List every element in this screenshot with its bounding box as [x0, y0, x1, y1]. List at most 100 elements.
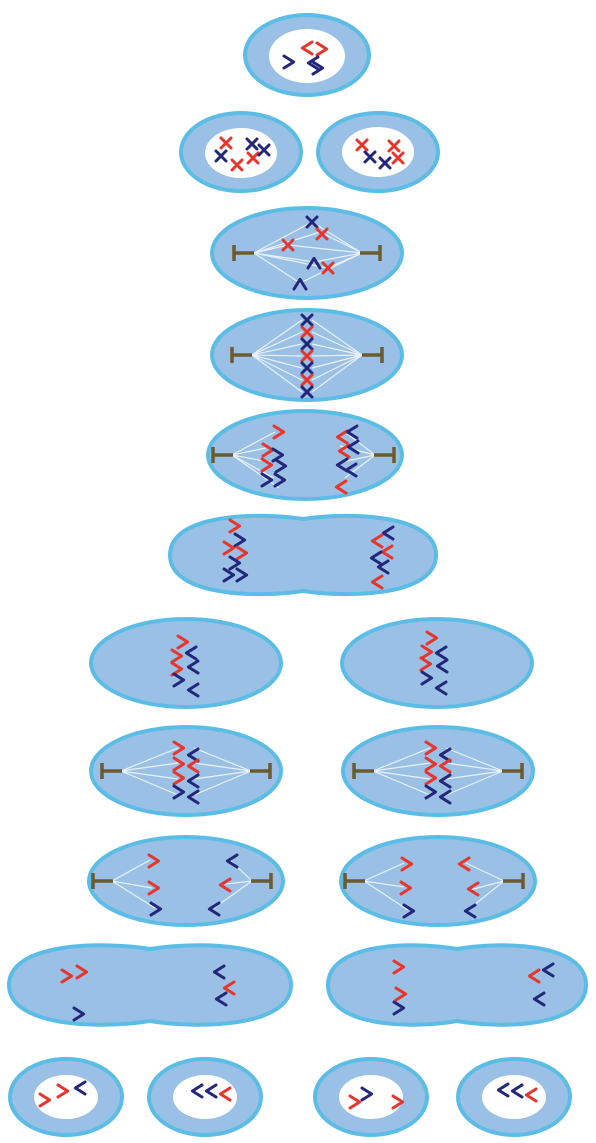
spindle-fiber: [372, 747, 431, 772]
chromosome: [218, 877, 232, 893]
chromosome: [527, 968, 541, 984]
spindle-fiber: [251, 354, 303, 393]
chromosome: [274, 458, 288, 474]
chromosome: [222, 567, 236, 583]
nucleus: [339, 1075, 403, 1119]
chromosome: [306, 55, 320, 71]
interphase-cell: [243, 13, 371, 97]
chromosome: [420, 670, 434, 686]
chromosome: [394, 986, 408, 1002]
chromosome: [225, 853, 239, 869]
chromosome: [306, 256, 322, 270]
dividing-cell-membrane: [167, 513, 439, 597]
spindle-fiber: [253, 252, 328, 269]
chromosome: [186, 758, 200, 774]
chromosome: [235, 545, 249, 561]
chromosome: [56, 1083, 70, 1099]
spindle-fiber: [311, 354, 363, 393]
chromosome: [176, 634, 190, 650]
nucleus: [269, 29, 345, 83]
centrosome-left: [352, 763, 374, 779]
centrosome-right: [250, 763, 272, 779]
spindle-fiber: [251, 319, 303, 356]
spindle-fiber: [111, 859, 151, 882]
centrosome-left: [91, 873, 113, 889]
chromosome: [420, 644, 434, 660]
spindle-fiber: [111, 880, 156, 909]
chromosome: [381, 525, 395, 541]
chromosome: [172, 784, 186, 800]
tetrad: [315, 227, 329, 241]
tetrad: [245, 137, 259, 151]
chromosome: [392, 1000, 406, 1016]
spindle-fiber: [253, 252, 315, 263]
chromosome: [147, 853, 161, 869]
spindle-fiber: [251, 354, 303, 357]
tetrad: [257, 143, 271, 157]
tetrad: [378, 156, 392, 170]
tetrad: [300, 337, 314, 351]
chromosome: [73, 1080, 87, 1096]
spindle-fiber: [311, 354, 363, 381]
spindle-fiber: [344, 431, 376, 456]
chromosome: [172, 740, 186, 756]
chromosome: [186, 747, 200, 763]
chromosome: [438, 773, 452, 789]
spindle-fiber: [193, 747, 252, 772]
cell-membrane: [210, 206, 404, 300]
chromosome: [376, 559, 390, 575]
chromosome: [346, 439, 360, 455]
chromosome: [392, 959, 406, 975]
chromosome: [438, 747, 452, 763]
chromosome: [345, 424, 359, 440]
chromosome: [214, 991, 228, 1007]
spindle-fiber: [253, 244, 289, 254]
telophase-I-cell: [167, 513, 439, 597]
chromosome: [186, 682, 200, 698]
centrosome-left: [232, 245, 254, 261]
spindle-fiber: [319, 231, 363, 254]
spindle-fiber: [120, 770, 179, 796]
chromosome: [424, 756, 438, 772]
chromosome: [438, 789, 452, 805]
chromosome: [510, 1083, 524, 1099]
spindle-fiber: [344, 454, 376, 479]
tetrad: [300, 373, 314, 387]
centrosome-left: [100, 763, 122, 779]
tetrad: [246, 151, 260, 165]
centrosome-right: [251, 873, 273, 889]
tetrad: [355, 138, 369, 152]
chromosome: [186, 789, 200, 805]
gamete-cell-2: [147, 1057, 263, 1137]
chromosome: [360, 1086, 374, 1102]
chromosome: [425, 630, 439, 646]
prophase-I-cell-right: [316, 111, 440, 193]
spindle-fiber: [372, 770, 431, 796]
spindle-fiber: [231, 431, 276, 456]
spindle-fiber: [299, 252, 363, 284]
chromosome: [172, 756, 186, 772]
spindle-fiber: [445, 770, 504, 780]
nucleus: [34, 1075, 98, 1119]
cell-membrane: [339, 835, 537, 927]
centrosome-right: [503, 873, 525, 889]
spindle-fiber: [311, 354, 363, 357]
tetrad: [321, 261, 335, 275]
chromosome: [172, 770, 186, 786]
nucleus: [482, 1075, 546, 1119]
chromosome: [292, 277, 308, 291]
centrosome-right: [360, 245, 382, 261]
anaphase-II-cell-right: [339, 835, 537, 927]
spindle-fiber: [251, 354, 303, 369]
spindle-fiber: [311, 331, 363, 356]
chromosome: [260, 457, 274, 473]
centrosome-left: [230, 347, 252, 363]
chromosome: [496, 1082, 510, 1098]
metaphase-II-cell-right: [341, 725, 535, 817]
nucleus: [173, 1075, 237, 1119]
tetrad: [230, 158, 244, 172]
spindle-fiber: [251, 343, 303, 356]
chromosome: [186, 773, 200, 789]
chromosome: [424, 740, 438, 756]
chromosome: [75, 964, 89, 980]
